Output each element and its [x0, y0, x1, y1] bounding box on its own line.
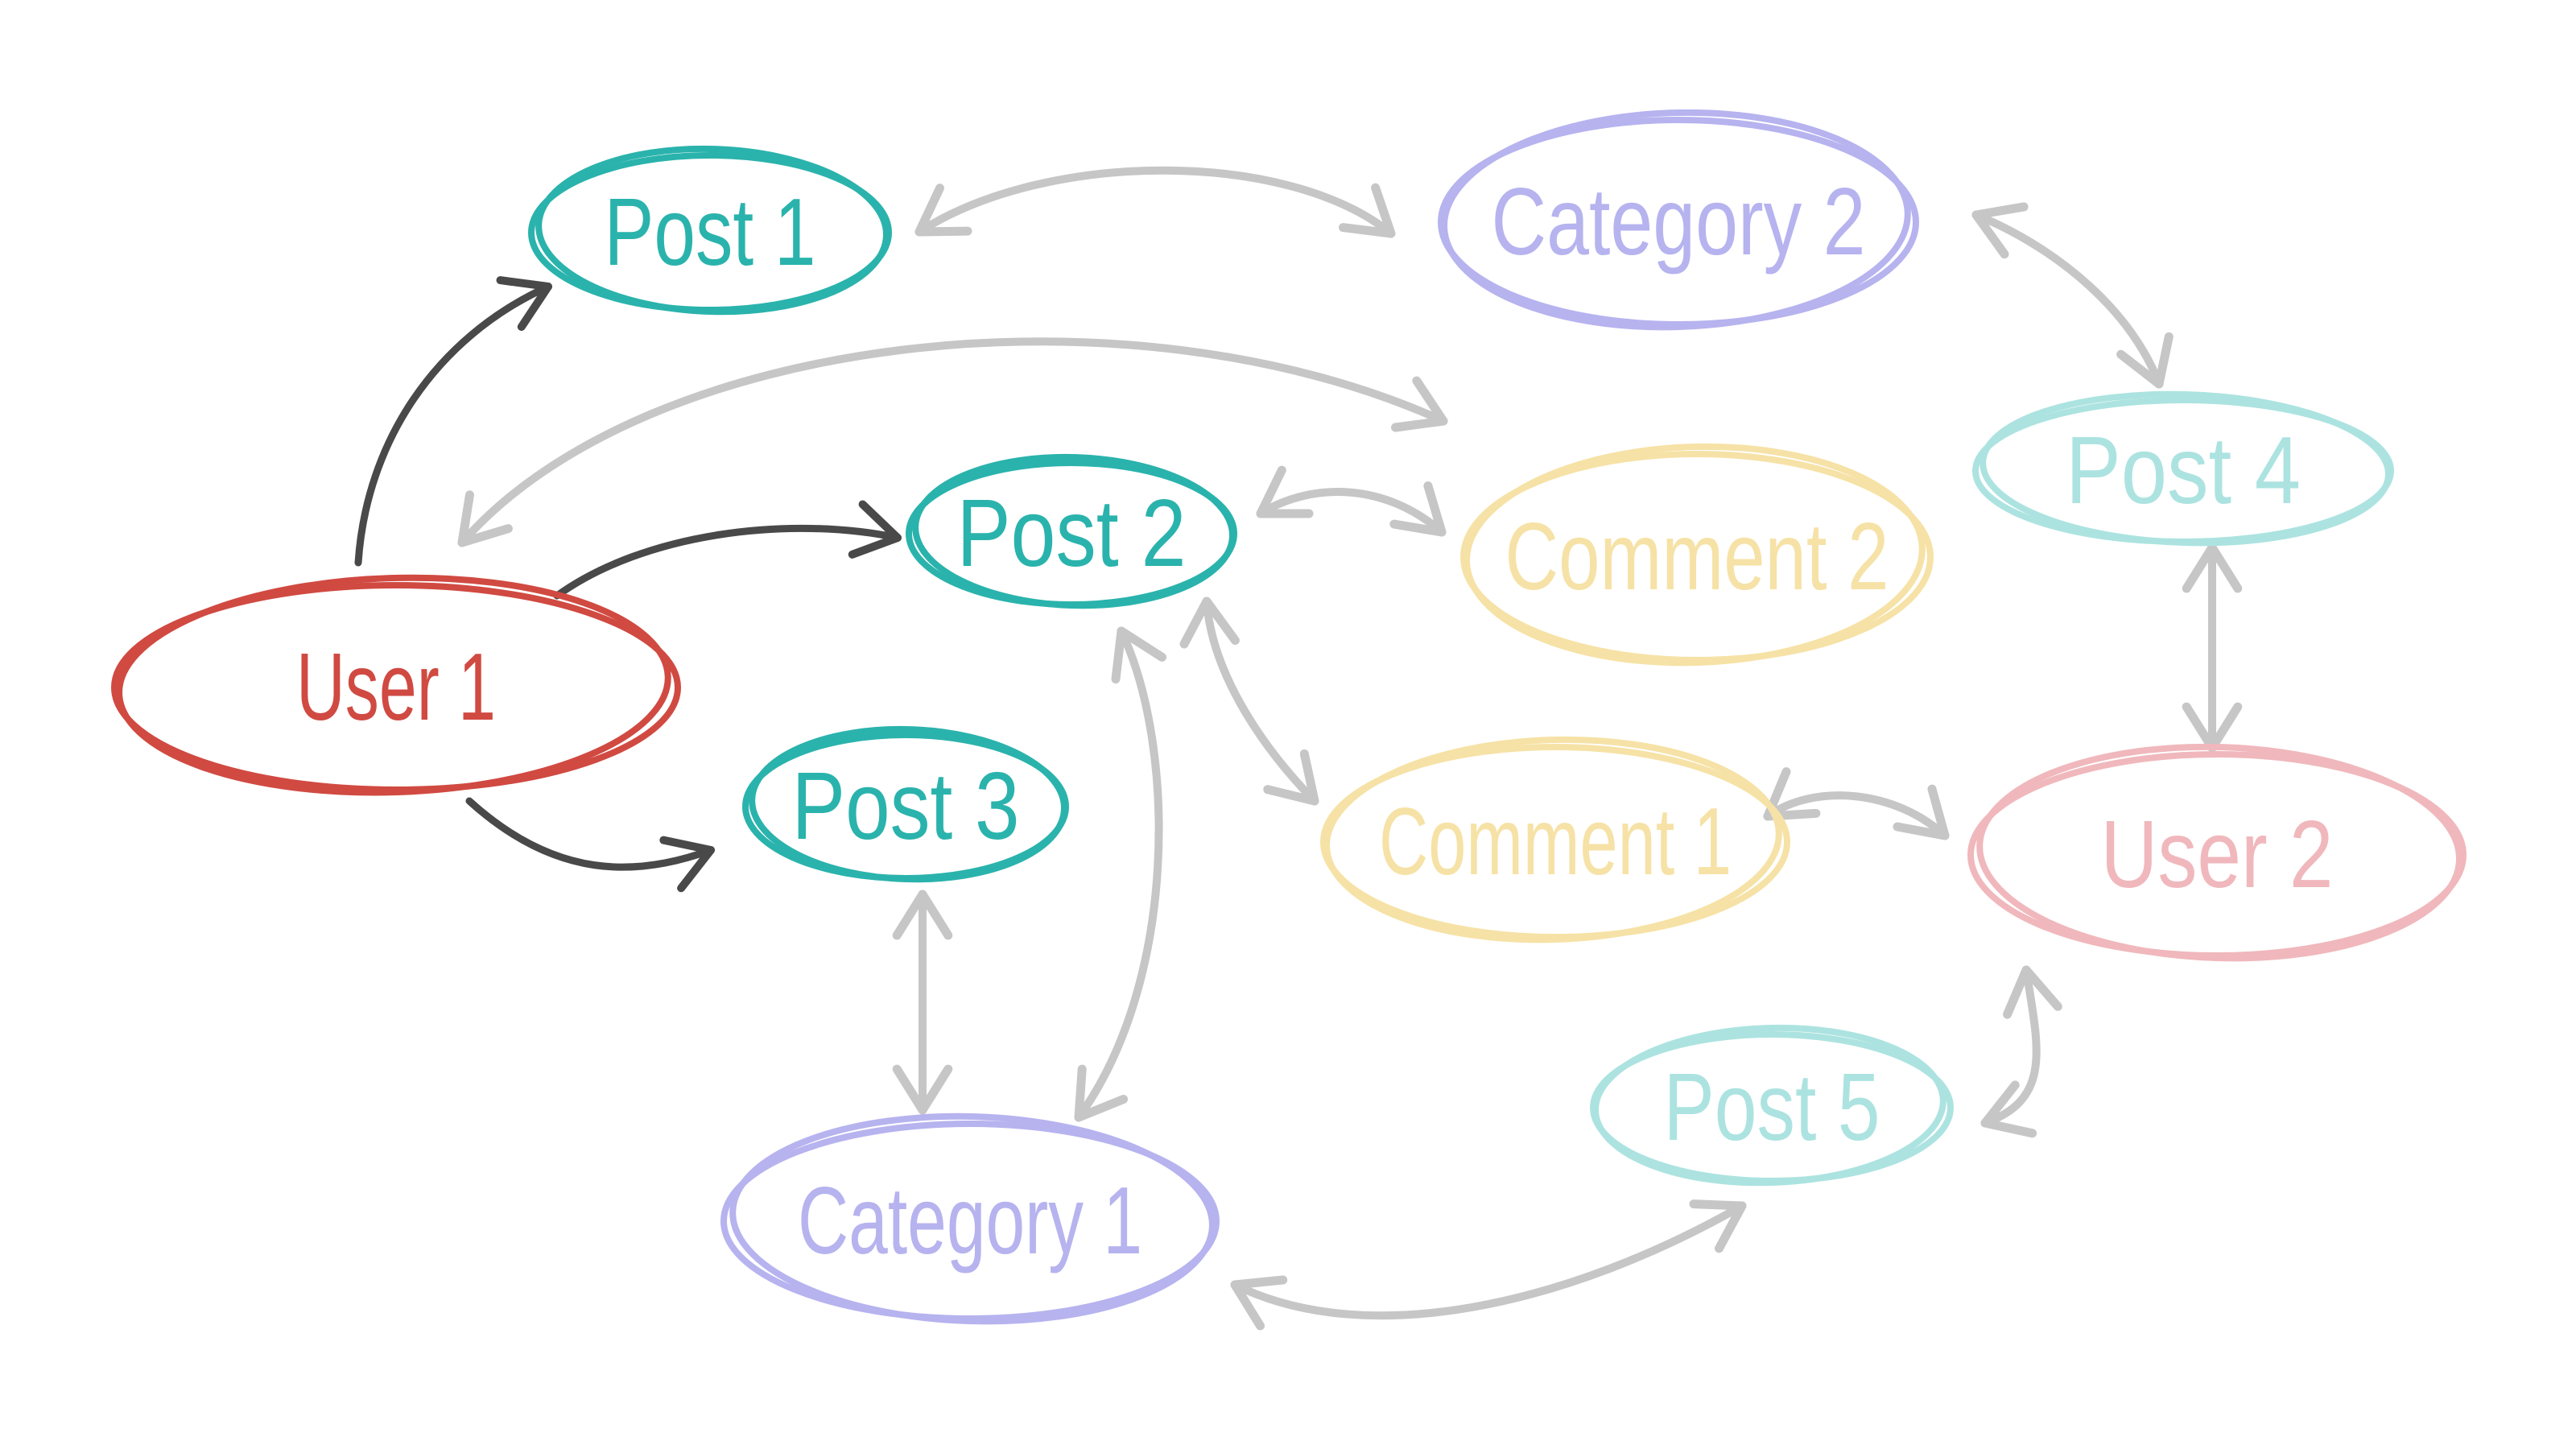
svg-text:Post 3: Post 3	[792, 753, 1020, 860]
svg-text:User 2: User 2	[2101, 801, 2334, 908]
svg-text:Category 1: Category 1	[798, 1167, 1142, 1274]
svg-text:User 1: User 1	[296, 634, 496, 741]
svg-text:Post 4: Post 4	[2066, 417, 2301, 524]
svg-text:Category 2: Category 2	[1492, 168, 1866, 275]
svg-text:Comment 1: Comment 1	[1379, 788, 1732, 895]
svg-text:Post 2: Post 2	[957, 480, 1187, 587]
svg-text:Post 5: Post 5	[1664, 1054, 1880, 1161]
svg-text:Post 1: Post 1	[605, 179, 816, 286]
svg-text:Comment 2: Comment 2	[1505, 503, 1889, 610]
